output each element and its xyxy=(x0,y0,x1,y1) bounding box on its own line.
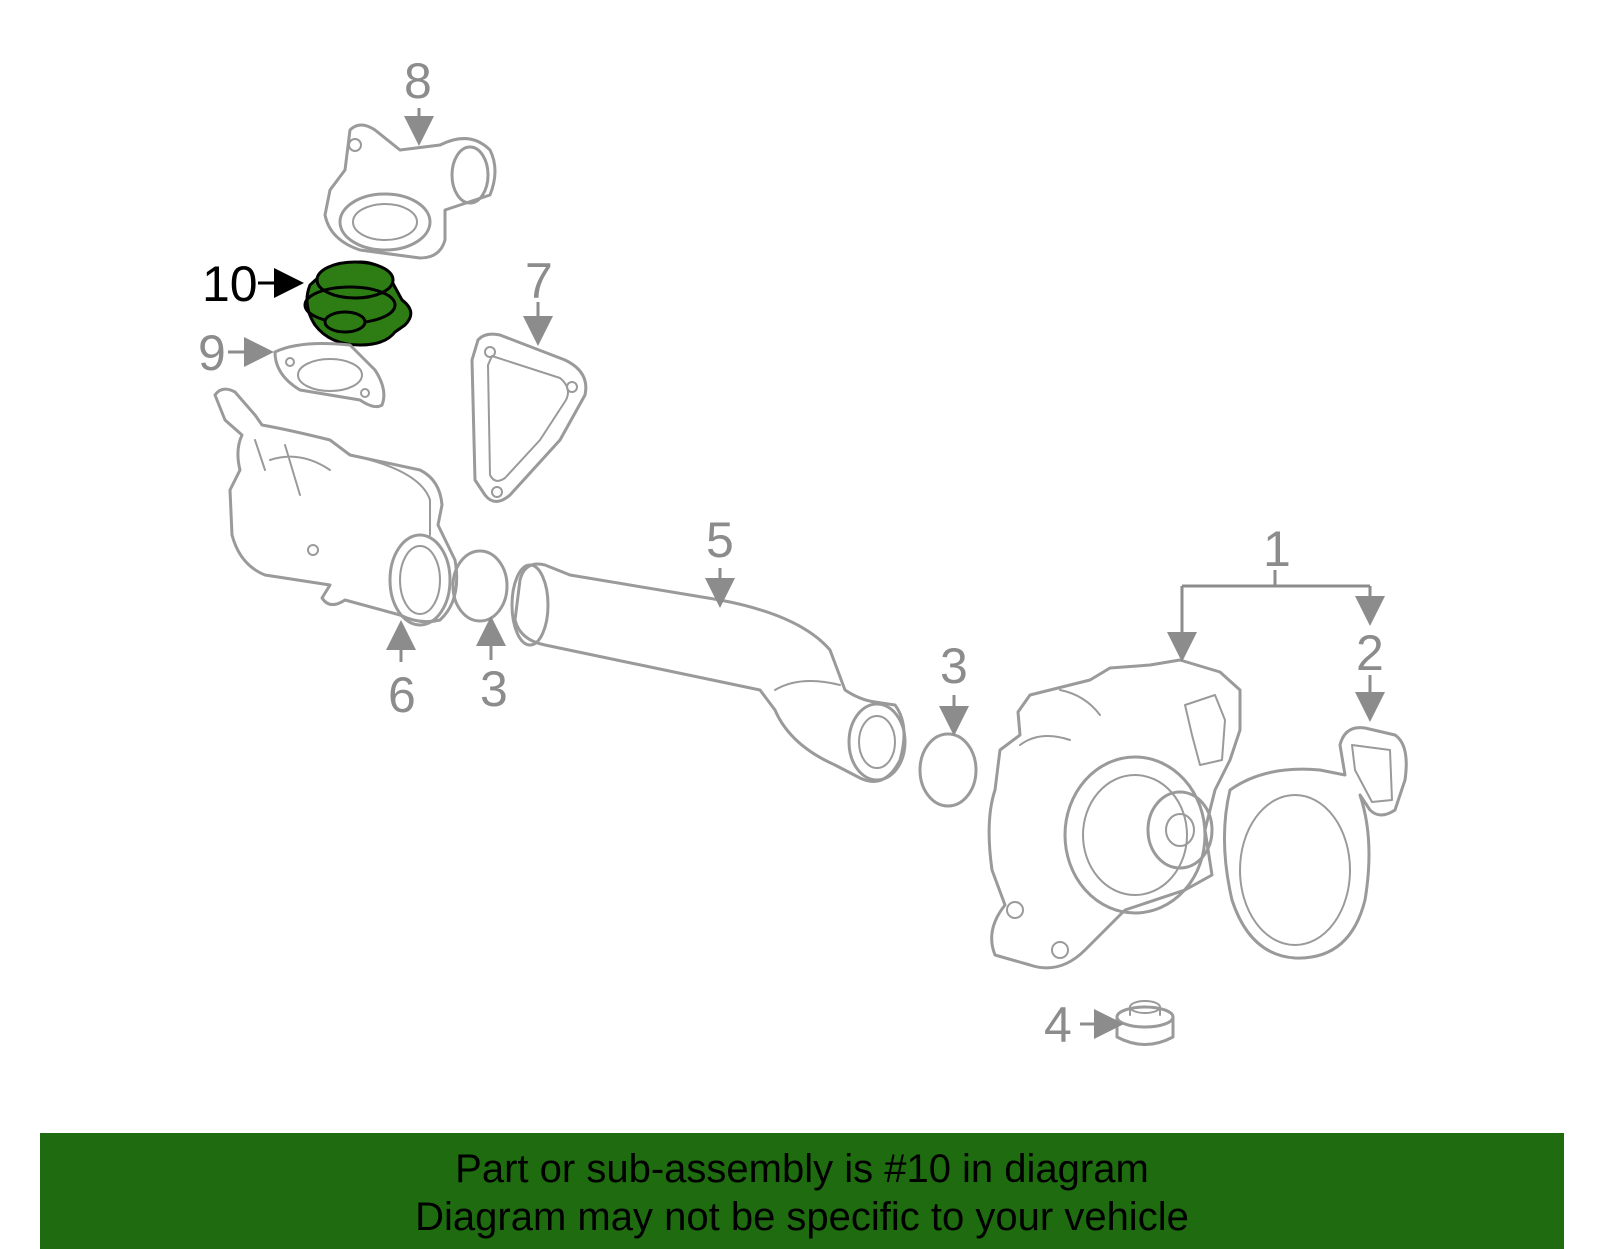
callout-1: 1 xyxy=(1263,521,1291,577)
callout-3-right: 3 xyxy=(940,638,968,694)
part-3-oring-right[interactable] xyxy=(918,732,978,808)
part-3-oring-left[interactable] xyxy=(451,549,509,623)
callout-3-left: 3 xyxy=(480,661,508,717)
leaders xyxy=(228,108,1370,1039)
parts-diagram: 8 10 9 7 6 3 5 3 1 2 4 xyxy=(198,53,1408,1053)
banner-line-1: Part or sub-assembly is #10 in diagram xyxy=(455,1147,1149,1191)
banner-line-2: Diagram may not be specific to your vehi… xyxy=(415,1195,1189,1239)
callout-7: 7 xyxy=(525,253,553,309)
callout-9: 9 xyxy=(198,325,226,381)
callout-labels: 8 10 9 7 6 3 5 3 1 2 4 xyxy=(198,53,1384,1053)
part-9-gasket[interactable] xyxy=(273,342,386,409)
callout-4: 4 xyxy=(1044,997,1072,1053)
part-info-banner: Part or sub-assembly is #10 in diagram D… xyxy=(40,1133,1564,1249)
part-6-housing[interactable] xyxy=(213,387,459,627)
callout-2: 2 xyxy=(1356,625,1384,681)
part-2-gasket[interactable] xyxy=(1222,726,1408,960)
part-5-pipe[interactable] xyxy=(510,562,907,783)
callout-5: 5 xyxy=(706,512,734,568)
part-8-outlet-housing[interactable] xyxy=(323,123,497,260)
part-4-plug[interactable] xyxy=(1115,1000,1175,1046)
part-1-water-pump[interactable] xyxy=(987,658,1242,970)
part-10-thermostat[interactable] xyxy=(303,260,413,347)
part-7-gasket[interactable] xyxy=(470,332,588,503)
callout-6: 6 xyxy=(388,667,416,723)
callout-10: 10 xyxy=(202,256,258,312)
callout-8: 8 xyxy=(404,53,432,109)
